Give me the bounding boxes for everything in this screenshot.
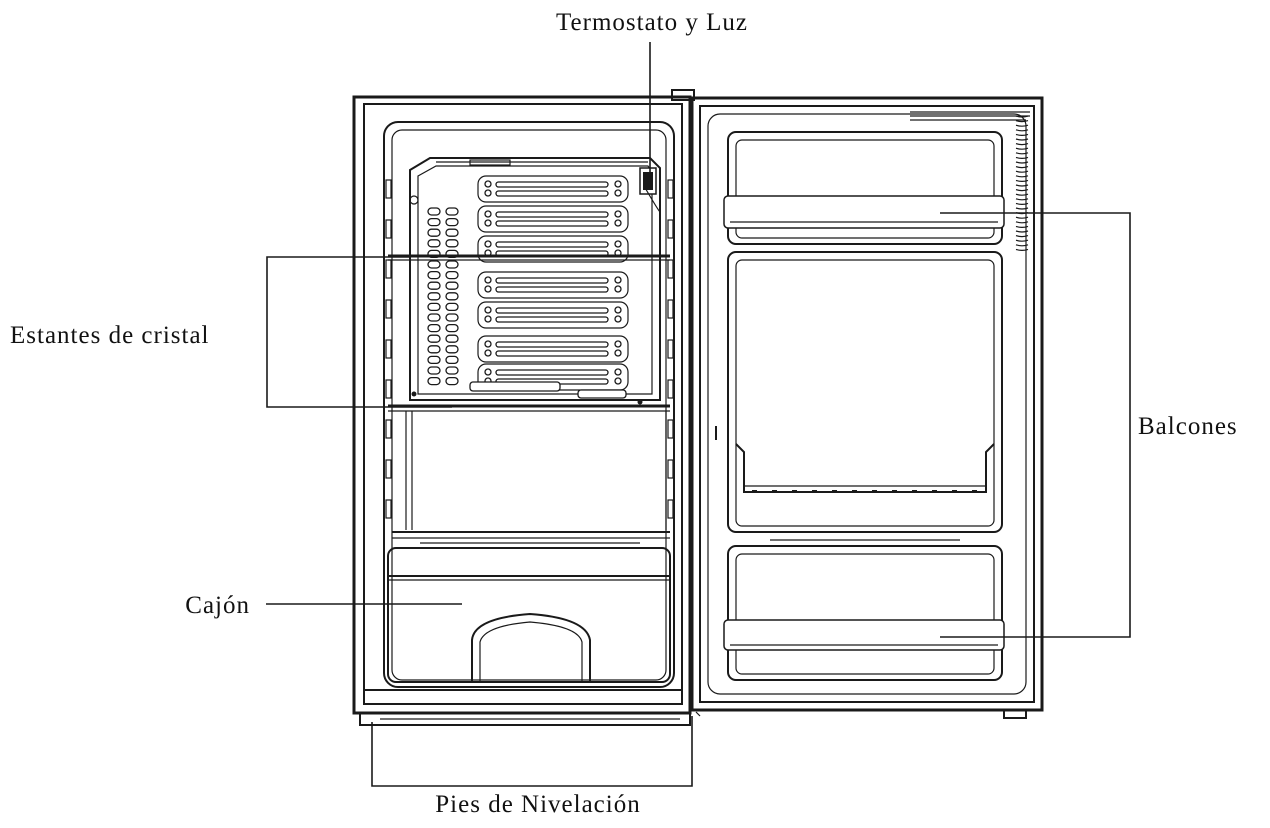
thermostat-light-box <box>639 167 661 213</box>
wire-basket <box>715 426 1003 493</box>
door-panel-bottom <box>727 545 1003 681</box>
glass-shelf-lower <box>388 404 670 530</box>
shelves-label: Estantes de cristal <box>10 322 210 349</box>
balconies-label: Balcones <box>1138 413 1238 440</box>
thermostat-label: Termostato y Luz <box>556 9 748 36</box>
drawer-label: Cajón <box>185 592 250 619</box>
shelves-leader <box>266 256 452 408</box>
side-ribs <box>385 179 674 519</box>
balconies-leader <box>940 212 1131 638</box>
door-panel-middle <box>727 251 1003 533</box>
evaporator-left-slots <box>427 207 459 386</box>
crisper-cover <box>392 531 670 544</box>
keyhole-icon <box>409 195 419 205</box>
drawer <box>387 547 671 683</box>
leveling-feet-leader <box>371 716 693 787</box>
evaporator-right-slots <box>477 175 629 391</box>
evaporator-plate <box>409 157 661 405</box>
glass-shelf-upper <box>388 254 670 261</box>
top-hinge <box>671 89 695 101</box>
door-panel-top <box>727 131 1003 245</box>
leveling-feet-label: Pies de Nivelación <box>435 791 640 818</box>
door-balcony-upper <box>723 195 1005 229</box>
door <box>690 96 1044 719</box>
door-balcony-lower <box>723 619 1005 651</box>
